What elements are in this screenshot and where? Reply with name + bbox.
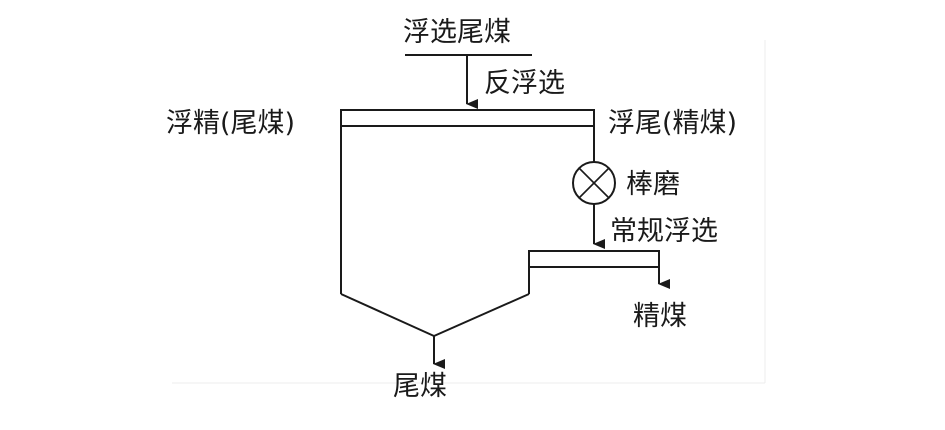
tailing-label: 浮尾(精煤) [608,108,737,139]
conventional-flotation-label: 常规浮选 [610,216,718,247]
reverse-flotation-cell [340,109,595,127]
froth-label: 浮精(尾煤) [166,108,295,139]
tank-right-cone [433,293,530,337]
rod-mill-label: 棒磨 [626,169,680,200]
feed-label: 浮选尾煤 [403,17,511,48]
rod-mill-cross-b [578,167,610,199]
conventional-flotation-cell [528,250,660,268]
clean-coal-label: 精煤 [633,301,687,332]
tank-left-cone [340,293,435,337]
reverse-flotation-label: 反浮选 [484,68,565,99]
final-tailings-label: 尾煤 [393,371,447,402]
